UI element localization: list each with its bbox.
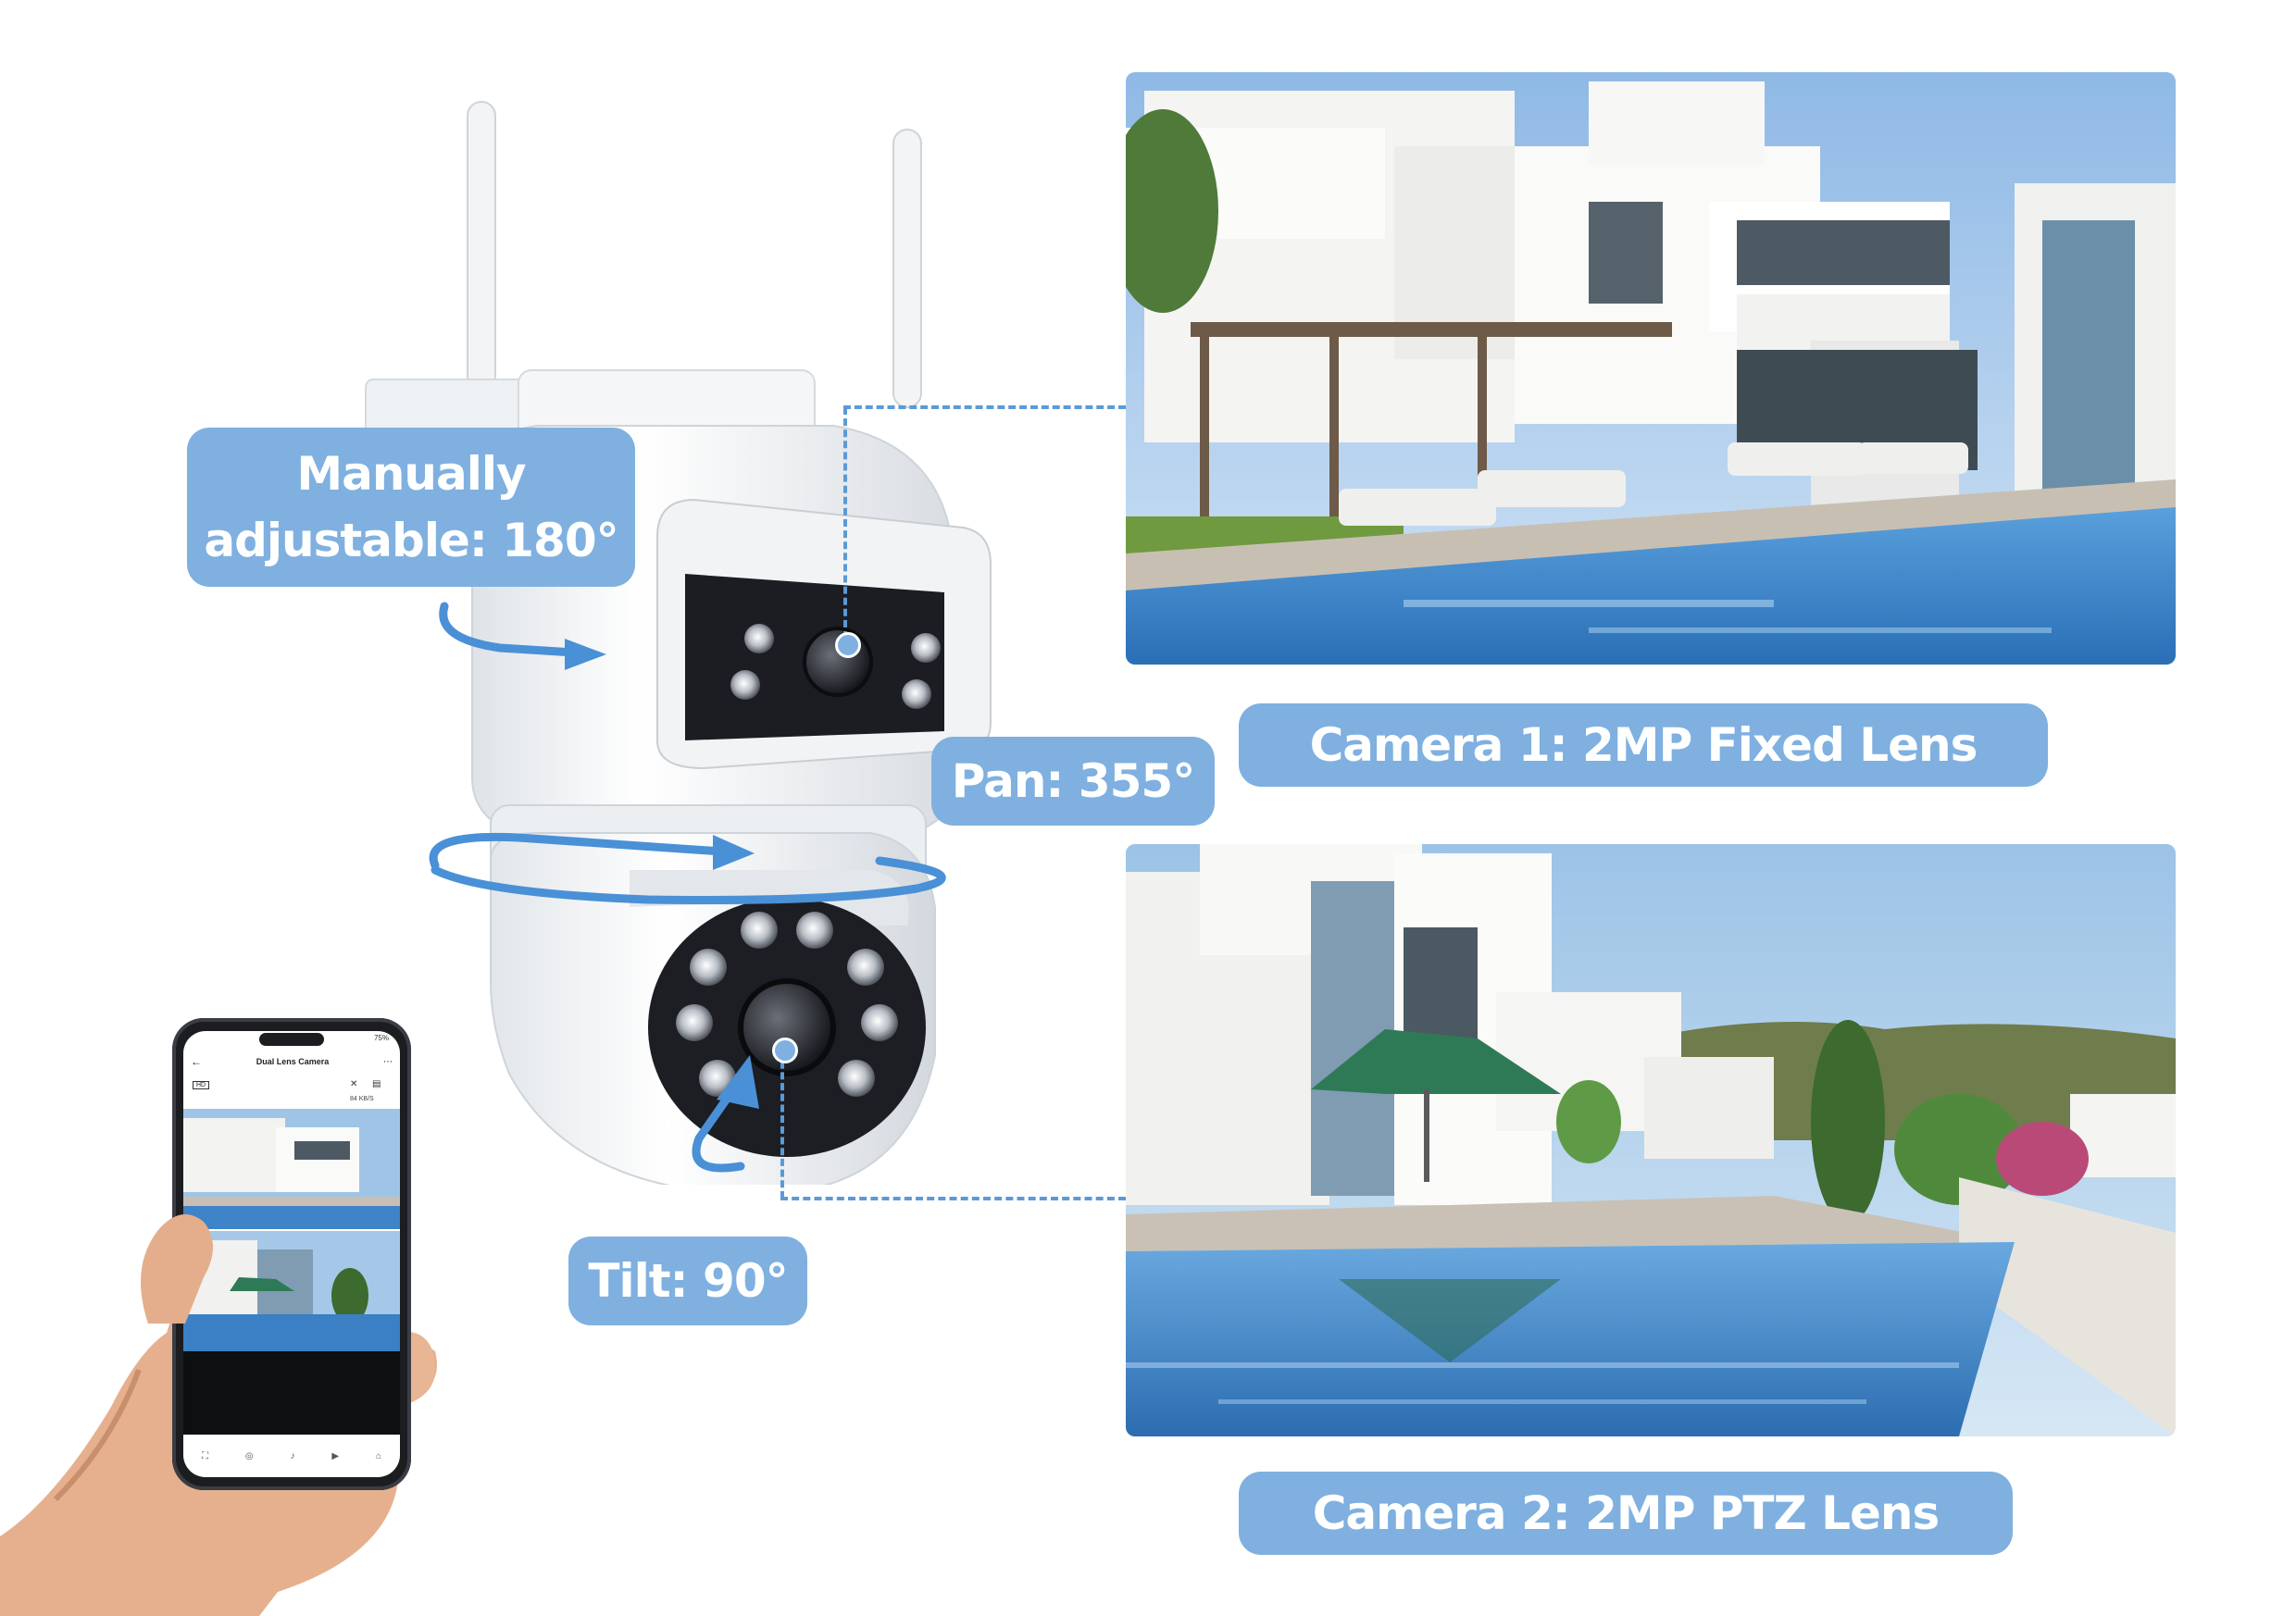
manual-adjust-line2: adjustable: 180° bbox=[204, 514, 618, 567]
phone-notch bbox=[259, 1033, 324, 1046]
phone-feed-camera2[interactable] bbox=[183, 1231, 400, 1351]
phone-toolbar: ⛶ ◎ ♪ ▶ ⌂ bbox=[183, 1442, 400, 1470]
phone-blank-area bbox=[183, 1351, 400, 1435]
bitrate-text: 84 KB/S bbox=[350, 1096, 374, 1102]
quality-badge[interactable]: HD bbox=[193, 1081, 210, 1089]
phone-feed-camera1[interactable] bbox=[183, 1109, 400, 1229]
manual-adjust-line1: Manually bbox=[296, 447, 526, 501]
back-arrow-icon[interactable]: ← bbox=[191, 1055, 202, 1068]
connector-dot bbox=[772, 1038, 798, 1063]
stream-controls: HD ✕ ▤ 84 KB/S bbox=[183, 1077, 400, 1105]
camera1-view-image bbox=[1126, 72, 2176, 665]
camera1-label-text: Camera 1: 2MP Fixed Lens bbox=[1309, 718, 1978, 772]
record-icon[interactable]: ▶ bbox=[331, 1450, 340, 1461]
split-view-icon[interactable]: ▤ bbox=[372, 1079, 381, 1089]
connector-camera1-horizontal bbox=[843, 405, 1126, 409]
camera2-view-image bbox=[1126, 844, 2176, 1436]
manual-adjust-label: Manually adjustable: 180° bbox=[187, 428, 635, 587]
connector-camera2-horizontal bbox=[780, 1197, 1126, 1200]
arrow-head-icon bbox=[713, 835, 755, 870]
ptz-icon[interactable]: ⌂ bbox=[375, 1450, 381, 1461]
fullscreen-icon[interactable]: ⛶ bbox=[201, 1450, 208, 1461]
app-title: Dual Lens Camera bbox=[256, 1057, 330, 1066]
connector-dot bbox=[835, 632, 861, 658]
connector-camera2-vertical bbox=[780, 1050, 784, 1199]
pan-label: Pan: 355° bbox=[931, 737, 1215, 826]
phone-screen: 75% ← Dual Lens Camera ⋯ HD ✕ ▤ 84 KB/S bbox=[183, 1031, 400, 1477]
mute-icon[interactable]: ✕ bbox=[350, 1079, 358, 1089]
arrow-head-icon bbox=[565, 639, 606, 670]
status-bar: 75% bbox=[183, 1031, 400, 1048]
microphone-icon[interactable]: ♪ bbox=[290, 1450, 295, 1461]
camera1-label: Camera 1: 2MP Fixed Lens bbox=[1239, 703, 2048, 787]
thumb-image bbox=[141, 1214, 213, 1324]
camera2-label: Camera 2: 2MP PTZ Lens bbox=[1239, 1472, 2013, 1555]
snapshot-icon[interactable]: ◎ bbox=[244, 1450, 254, 1461]
tilt-label: Tilt: 90° bbox=[568, 1237, 807, 1325]
arrow-head-icon bbox=[717, 1055, 759, 1109]
camera2-label-text: Camera 2: 2MP PTZ Lens bbox=[1312, 1486, 1940, 1540]
connector-camera1-vertical bbox=[843, 407, 847, 639]
tilt-label-text: Tilt: 90° bbox=[588, 1254, 788, 1308]
pan-label-text: Pan: 355° bbox=[951, 754, 1195, 808]
more-icon[interactable]: ⋯ bbox=[383, 1056, 393, 1067]
battery-text: 75% bbox=[373, 1034, 389, 1042]
app-header: ← Dual Lens Camera ⋯ bbox=[183, 1050, 400, 1074]
